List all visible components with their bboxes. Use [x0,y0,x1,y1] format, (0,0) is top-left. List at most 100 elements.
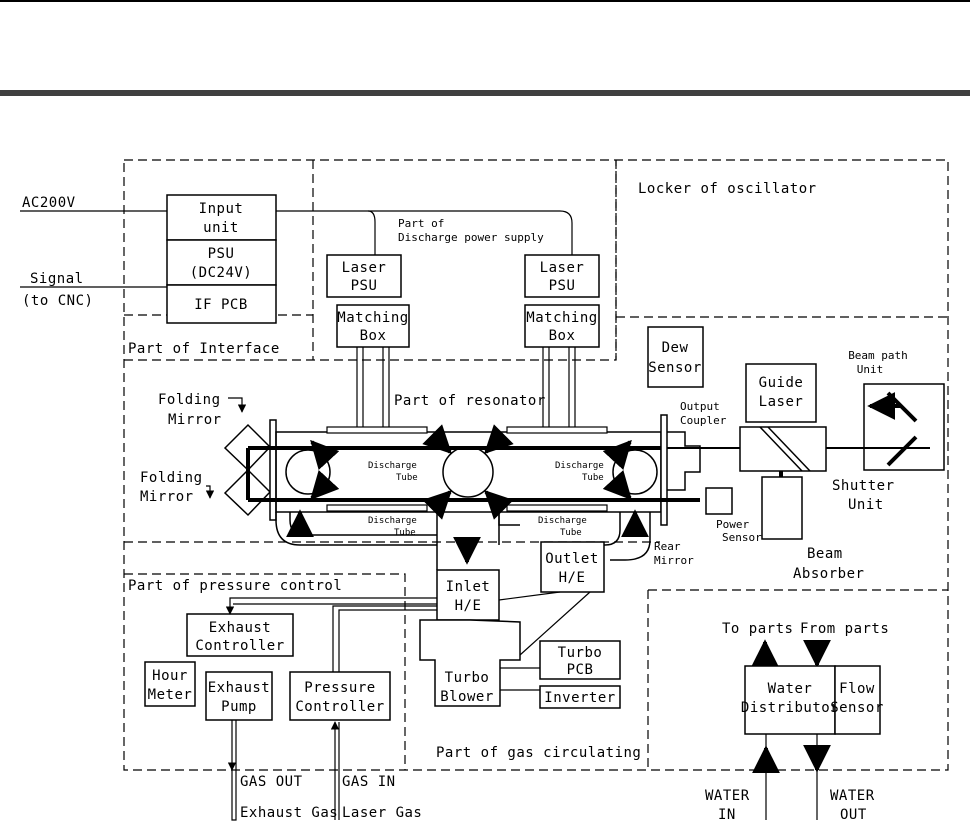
discharge-tube-3-label-2: Tube [394,528,416,538]
beam-path-label-2: Unit [857,363,884,376]
dew-sensor-label-2: Sensor [648,360,702,376]
exhaust-controller-label-1: Exhaust [209,620,272,636]
exhaust-controller-label-2: Controller [195,638,284,654]
folding-mirror-bottom-label-2: Mirror [140,489,194,505]
part-of-pressure-control-label: Part of pressure control [128,578,342,594]
laser-psu-right-label-2: PSU [549,278,576,294]
signal-label-2: (to CNC) [22,293,93,309]
beam-absorber-label-1: Beam [807,546,843,562]
shutter-unit-label-1: Shutter [832,478,895,494]
exhaust-pump-label-1: Exhaust [208,680,271,696]
inlet-he-box [436,569,500,621]
guide-laser-label-1: Guide [759,375,804,391]
beam-path-label-1: Beam path [848,349,908,362]
outlet-he-label-2: H/E [559,570,586,586]
discharge-tube-2-label-1: Discharge [555,461,604,471]
exhaust-gas-label: Exhaust Gas [240,805,338,821]
outlet-he-label-1: Outlet [545,551,599,567]
laser-psu-left-label-1: Laser [342,260,387,276]
water-out-label-2: OUT [840,807,867,823]
exhaust-pump-box [205,671,273,721]
part-of-interface-label: Part of Interface [128,341,280,357]
discharge-feed-lines [356,347,576,432]
folding-mirror-top-label-2: Mirror [168,412,222,428]
turbo-pcb-box [539,640,621,680]
dew-sensor-label-1: Dew [662,340,689,356]
power-sensor-box [705,487,733,515]
to-parts-label: To parts [722,621,793,637]
shutter-unit [739,426,827,472]
guide-laser-label-2: Laser [759,394,804,410]
turbo-blower-label-1: Turbo [445,670,490,686]
discharge-tube-4-label-1: Discharge [538,516,587,526]
signal-label-1: Signal [30,271,84,287]
laser-psu-right-box [524,254,600,298]
discharge-tube-3-label-1: Discharge [368,516,417,526]
input-unit-label-2: unit [203,220,239,236]
if-pcb-label: IF PCB [194,297,248,313]
water-in-label-2: IN [718,807,736,823]
turbo-pcb-label-1: Turbo [558,645,603,661]
region-boundaries [123,159,949,771]
gas-lines [225,597,437,821]
pressure-controller-box [289,671,391,721]
gas-in-label: GAS IN [342,774,396,790]
matching-box-left-label-1: Matching [337,310,408,326]
if-pcb-box [166,284,277,324]
power-sensor-label-1: Power [716,518,749,531]
from-parts-label: From parts [800,621,889,637]
rear-mirror-label-2: Mirror [654,554,694,567]
turbo-blower-body [419,591,591,707]
water-out-label-1: WATER [830,788,875,804]
pressure-controller-label-1: Pressure [304,680,375,696]
discharge-ps-label-1: Part of [398,217,444,230]
output-coupler-label-2: Coupler [680,414,727,427]
ac200v-label: AC200V [22,195,76,211]
discharge-tube-2-label-2: Tube [582,473,604,483]
laser-psu-right-label-1: Laser [540,260,585,276]
turbo-pcb-label-2: PCB [567,662,594,678]
gas-flow-arrows [286,424,649,650]
beam-absorber-box [761,476,803,540]
discharge-tube-1-label-2: Tube [396,473,418,483]
water-distributor-label-1: Water [768,681,813,697]
water-lines [752,734,831,820]
rear-mirror-label-1: Rear [654,540,681,553]
inlet-he-label-1: Inlet [446,579,491,595]
folding-mirror-assembly [223,419,277,521]
guide-laser-box [745,363,817,423]
power-sensor-label-2: Sensor [722,531,762,544]
output-coupler-label-1: Output [680,400,720,413]
discharge-tube-1-label-1: Discharge [368,461,417,471]
discharge-ps-label-2: Discharge power supply [398,231,544,244]
exhaust-controller-box [186,613,294,657]
matching-box-left-label-2: Box [360,328,387,344]
water-distributor-label-2: Distributor [741,700,839,716]
beam-absorber-label-2: Absorber [793,566,864,582]
inlet-he-label-2: H/E [455,598,482,614]
flow-sensor-label-2: Sensor [830,700,884,716]
beam-path-unit [863,383,945,471]
flow-sensor-box [834,665,881,735]
hour-meter-box [144,661,196,707]
part-of-gas-circulating-label: Part of gas circulating [436,745,641,761]
shutter-unit-label-2: Unit [848,497,884,513]
laser-psu-left-box [326,254,402,298]
laser-gas-label: Laser Gas [342,805,422,821]
part-of-resonator-label: Part of resonator [394,393,546,409]
folding-mirror-bottom-label-1: Folding [140,470,203,486]
psu-label-2: (DC24V) [190,265,253,281]
discharge-tube-4-label-2: Tube [560,528,582,538]
matching-box-left [336,304,410,348]
external-wiring [20,210,573,288]
gas-out-label: GAS OUT [240,774,303,790]
inverter-label: Inverter [544,690,615,706]
flow-sensor-label-1: Flow [839,681,875,697]
hour-meter-label-2: Meter [148,687,193,703]
exhaust-pump-label-2: Pump [221,699,257,715]
matching-box-right-label-1: Matching [526,310,597,326]
outlet-he-box [540,541,605,593]
dew-sensor-box [647,326,704,388]
folding-mirror-top-label-1: Folding [158,392,221,408]
